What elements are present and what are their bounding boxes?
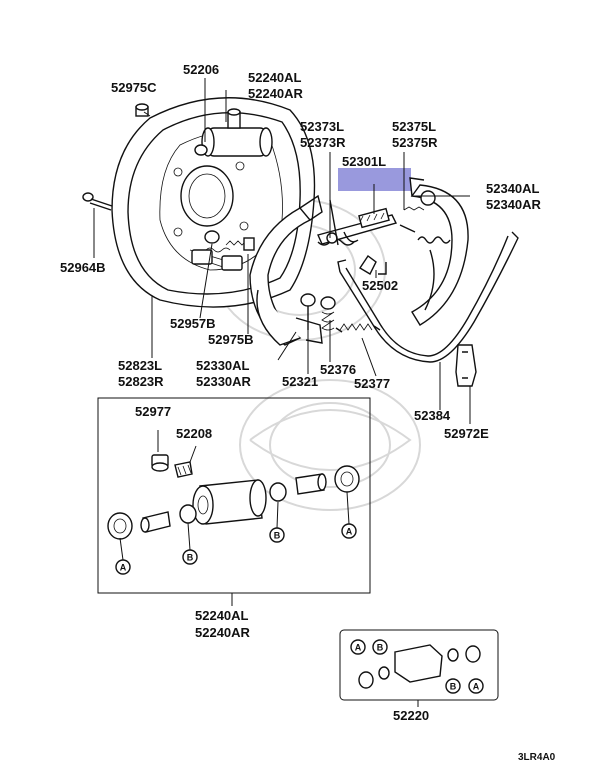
bolt-52964b [82, 192, 113, 211]
marker-b-1: B [182, 549, 198, 565]
label-52240ar-top: 52240AR [248, 86, 304, 101]
svg-text:A: A [120, 563, 127, 573]
marker-b-3: B [372, 639, 388, 655]
svg-text:A: A [346, 527, 353, 537]
label-52330ar: 52330AR [196, 374, 252, 389]
highlight-52301l [338, 168, 411, 191]
svg-text:B: B [274, 531, 281, 541]
svg-text:A: A [355, 643, 362, 653]
label-52964b: 52964B [60, 260, 106, 275]
label-52220: 52220 [393, 708, 429, 723]
marker-a-3: A [350, 639, 366, 655]
wheel-cylinder-box [97, 397, 371, 606]
label-52375r: 52375R [392, 135, 438, 150]
label-52301l: 52301L [342, 154, 386, 169]
label-52502: 52502 [362, 278, 398, 293]
repair-kit-box [339, 629, 499, 707]
label-52240al-top: 52240AL [248, 70, 302, 85]
clip-52502 [359, 254, 387, 275]
diagram-code: 3LR4A0 [518, 752, 556, 763]
label-52376: 52376 [320, 362, 356, 377]
label-52330al: 52330AL [196, 358, 250, 373]
label-52972e: 52972E [444, 426, 489, 441]
label-52208: 52208 [176, 426, 212, 441]
wheel-cylinder-top [194, 108, 273, 157]
label-52823l: 52823L [118, 358, 162, 373]
spring-52957b [204, 230, 231, 253]
bolt-52975c [135, 103, 151, 117]
leader-lines [93, 78, 471, 424]
label-52977: 52977 [135, 404, 171, 419]
label-52957b: 52957B [170, 316, 216, 331]
marker-a-1: A [115, 559, 131, 575]
spring-52377 [335, 323, 381, 333]
adjuster-52373 [317, 199, 398, 246]
brake-shoe-rear [399, 177, 469, 326]
label-52823r: 52823R [118, 374, 164, 389]
label-52377: 52377 [354, 376, 390, 391]
label-52975b: 52975B [208, 332, 254, 347]
label-52384: 52384 [414, 408, 451, 423]
label-52373r: 52373R [300, 135, 346, 150]
cable-52384 [337, 231, 519, 363]
label-52206: 52206 [183, 62, 219, 77]
bracket-52972e [455, 344, 477, 387]
label-52340al: 52340AL [486, 181, 540, 196]
label-52240al-bottom: 52240AL [195, 608, 249, 623]
marker-a-2: A [341, 523, 357, 539]
marker-b-2: B [269, 527, 285, 543]
svg-text:B: B [187, 553, 194, 563]
marker-a-4: A [468, 678, 484, 694]
bolt-52975b [225, 237, 255, 251]
brake-shoe-front [249, 194, 323, 346]
svg-text:B: B [377, 643, 384, 653]
label-52975c: 52975C [111, 80, 157, 95]
label-52340ar: 52340AR [486, 197, 542, 212]
label-52375l: 52375L [392, 119, 436, 134]
pin-52321 [300, 293, 316, 330]
svg-text:B: B [450, 682, 457, 692]
marker-b-4: B [445, 678, 461, 694]
label-52321: 52321 [282, 374, 318, 389]
label-52240ar-bottom: 52240AR [195, 625, 251, 640]
spring-52376 [320, 296, 336, 331]
svg-text:A: A [473, 682, 480, 692]
label-52373l: 52373L [300, 119, 344, 134]
